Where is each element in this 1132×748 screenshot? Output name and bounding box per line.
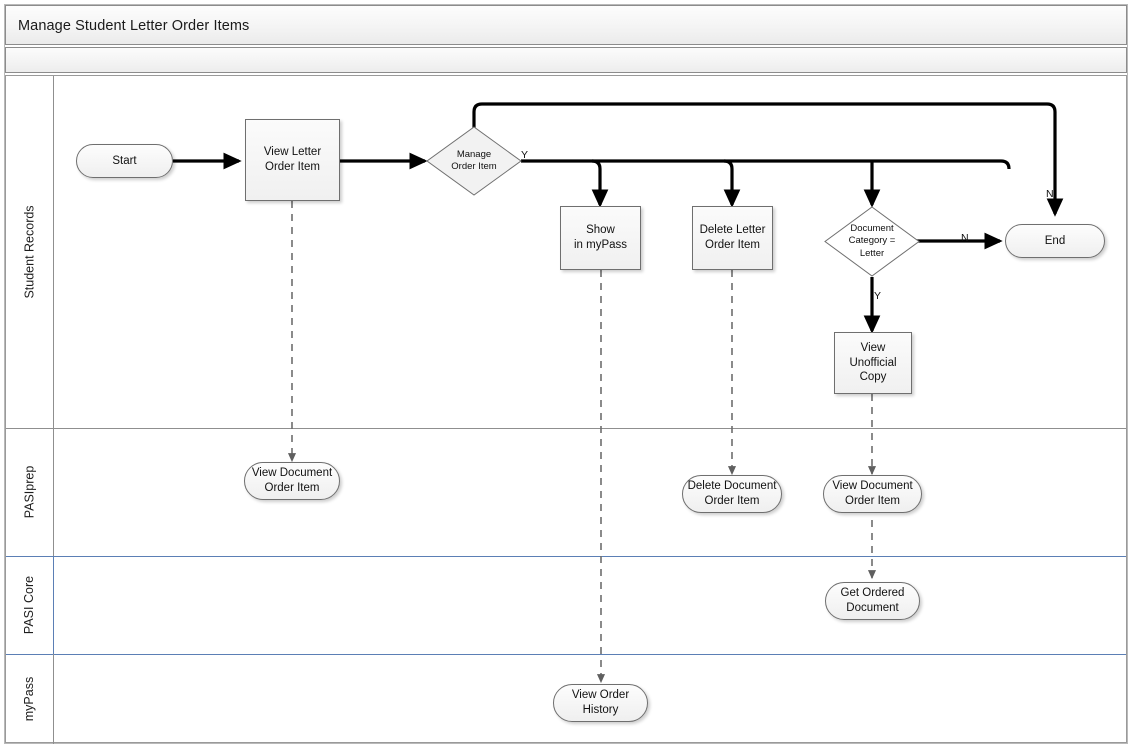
lane-separator-3 — [6, 654, 1126, 655]
edge-label-manage-yes: Y — [521, 149, 529, 161]
swimlane-grid: Student Records PASIprep PASI Core myPas… — [5, 75, 1127, 744]
lane-separator-1 — [6, 428, 1126, 429]
title-bar: Manage Student Letter Order Items — [5, 5, 1127, 45]
lane-label-text: PASI Core — [22, 575, 37, 635]
lane-label-text: PASIprep — [22, 465, 37, 519]
edge-label-category-yes: Y — [874, 290, 882, 302]
subtitle-bar — [5, 47, 1127, 73]
lane-rule-mypass — [53, 654, 54, 744]
lane-rule-pasi-core — [53, 556, 54, 654]
lane-label-text: myPass — [22, 676, 37, 722]
lane-label-student-records: Student Records — [6, 76, 53, 428]
edge-label-category-no: N — [961, 232, 969, 244]
node-end[interactable]: End — [1005, 224, 1105, 258]
node-label: End — [1044, 234, 1066, 247]
diamond-shape — [824, 206, 920, 277]
lane-rule-student-records — [53, 76, 54, 428]
lane-label-mypass: myPass — [6, 654, 53, 744]
edge-label-manage-no: N — [1046, 188, 1054, 200]
page-title: Manage Student Letter Order Items — [18, 18, 250, 34]
lane-separator-2 — [6, 556, 1126, 557]
lane-label-pasiprep: PASIprep — [6, 428, 53, 556]
diamond-shape — [426, 126, 522, 196]
node-label: Start — [112, 154, 137, 167]
node-start[interactable]: Start — [76, 144, 173, 178]
lane-rule-pasiprep — [53, 428, 54, 556]
lane-label-text: Student Records — [22, 205, 37, 299]
lane-label-pasi-core: PASI Core — [6, 556, 53, 654]
